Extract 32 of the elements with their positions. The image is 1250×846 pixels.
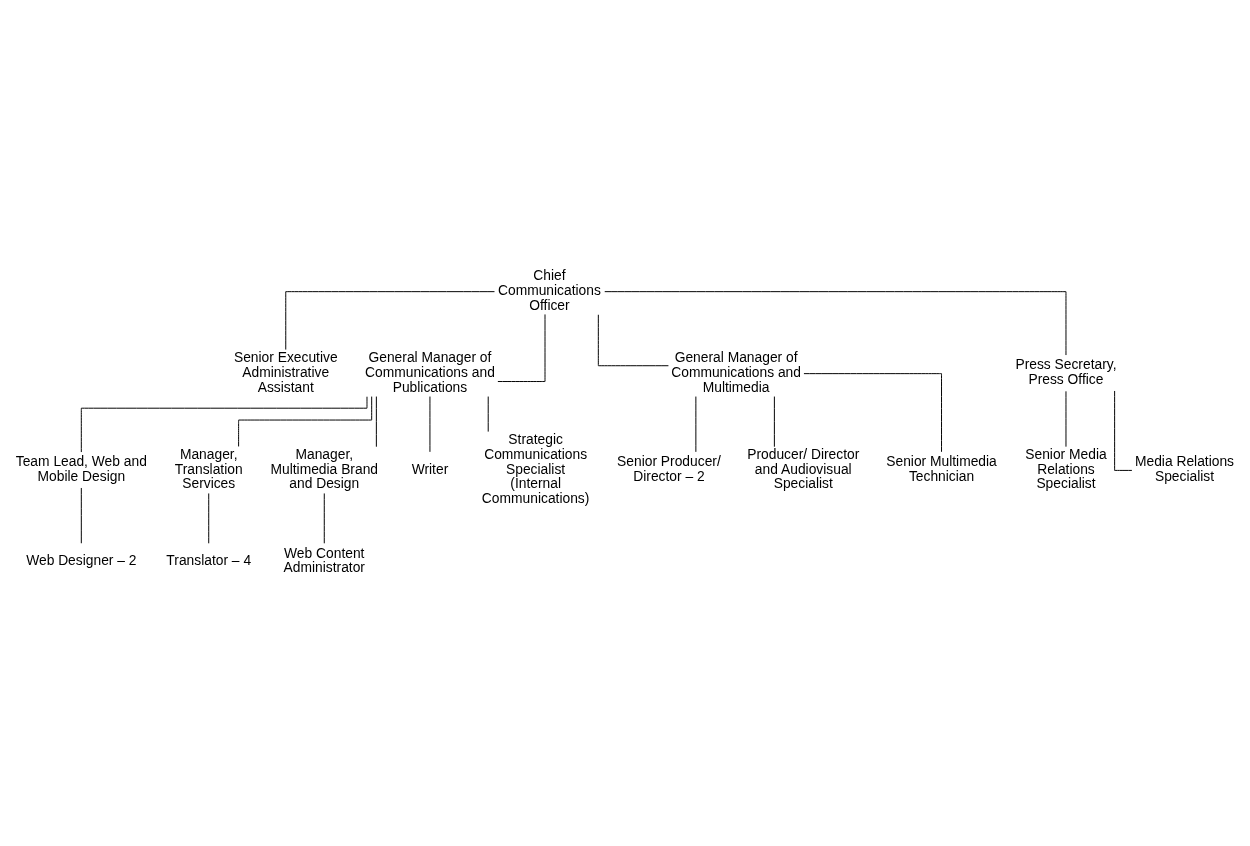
connector xyxy=(803,372,943,452)
node-text: Senior Executive Administrative Assistant xyxy=(233,348,338,395)
node-text: Strategic Communications Specialist (Internal Communications) xyxy=(481,430,590,506)
node-text: Translator – 4 xyxy=(166,551,252,568)
connector xyxy=(1114,390,1133,471)
node-text: Team Lead, Web and Mobile Design xyxy=(15,452,147,484)
node-text: Manager, Translation Services xyxy=(174,445,243,491)
connector xyxy=(773,395,775,447)
connector xyxy=(375,395,377,447)
connector xyxy=(604,290,1067,356)
node-text: Web Content Administrator xyxy=(283,544,365,575)
connector xyxy=(238,395,373,447)
connector xyxy=(497,313,546,382)
node-text: Manager, Multimedia Brand and Design xyxy=(270,445,379,491)
connector xyxy=(323,492,325,544)
connector xyxy=(597,313,669,366)
connector xyxy=(487,395,489,432)
connector xyxy=(80,486,82,544)
node-text: Senior Producer/ Director – 2 xyxy=(617,452,721,484)
node-text: Senior Multimedia Technician xyxy=(886,452,997,484)
connector xyxy=(80,395,368,453)
node-text: Press Secretary, Press Office xyxy=(1015,355,1117,387)
node-text: Senior Media Relations Specialist xyxy=(1025,445,1107,491)
connector xyxy=(285,290,495,350)
node-text: Media Relations Specialist xyxy=(1134,452,1235,484)
node-text: Chief Communications Officer xyxy=(498,266,601,313)
node-text: Producer/ Director and Audiovisual Specialist xyxy=(747,445,860,491)
connector xyxy=(208,492,210,544)
node-text: General Manager of Communications and Publications xyxy=(365,348,495,395)
node-text: Web Designer – 2 xyxy=(26,551,137,568)
node-text: General Manager of Communications and Multimedia xyxy=(671,348,801,395)
node-text: Writer xyxy=(411,460,449,477)
